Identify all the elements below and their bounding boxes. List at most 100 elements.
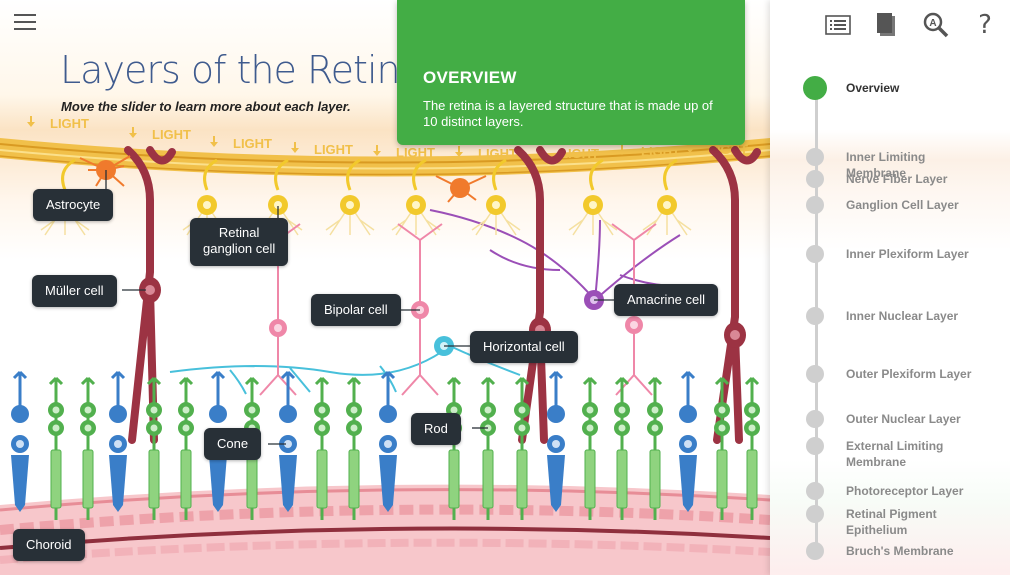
light-label: LIGHT: [314, 142, 353, 157]
list-icon[interactable]: [823, 10, 853, 40]
layer-step-bruch-s-membrane[interactable]: Bruch's Membrane: [770, 541, 1010, 561]
help-icon[interactable]: ?: [978, 10, 992, 40]
light-label: LIGHT: [233, 136, 272, 151]
label-horizontal-cell[interactable]: Horizontal cell: [470, 331, 578, 363]
ganglion-cell: [471, 158, 521, 236]
muller-cell: [124, 146, 176, 444]
retina-illustration: LIGHT LIGHT LIGHT LIGHT LIGHT LIGHT LIGHT LIGHT…: [0, 116, 770, 575]
layer-step-nerve-fiber-layer[interactable]: Nerve Fiber Layer: [770, 169, 1010, 189]
layer-step-label: Photoreceptor Layer: [846, 484, 964, 498]
layer-step-outer-nuclear-layer[interactable]: Outer Nuclear Layer: [770, 409, 1010, 429]
cone-cell: [279, 370, 297, 512]
rod-cell: [647, 376, 663, 520]
layer-step-inner-plexiform-layer[interactable]: Inner Plexiform Layer: [770, 244, 1010, 264]
rod-cell: [480, 376, 496, 520]
label-retinal-ganglion-line1: Retinal: [218, 225, 260, 240]
page-title: Layers of the Retina: [60, 48, 423, 92]
cell-layer: [11, 146, 761, 520]
rod-cell: [314, 376, 330, 520]
light-arrow: LIGHT: [373, 145, 435, 160]
overview-card: OVERVIEW The retina is a layered structu…: [397, 0, 745, 145]
label-astrocyte[interactable]: Astrocyte: [33, 189, 114, 221]
layer-step-label: External Limiting Membrane: [846, 439, 944, 469]
light-arrow: LIGHT: [618, 144, 680, 159]
retina-diagram-stage: LIGHT LIGHT LIGHT LIGHT LIGHT LIGHT LIGHT LIGHT…: [0, 0, 770, 575]
horizontal-cell-processes: [169, 344, 521, 395]
layer-step-dot[interactable]: [803, 76, 827, 100]
cone-cell: [679, 370, 697, 512]
rod-cell: [582, 376, 598, 520]
label-retinal-ganglion-cell[interactable]: Retinal ganglion cell: [190, 218, 289, 266]
layer-step-label: Inner Plexiform Layer: [846, 247, 969, 261]
layer-step-inner-limiting-membrane[interactable]: Inner Limiting Membrane: [770, 147, 1010, 180]
layer-step-outer-plexiform-layer[interactable]: Outer Plexiform Layer: [770, 364, 1010, 384]
label-leader-lines: [105, 170, 614, 445]
hamburger-menu-icon[interactable]: [14, 14, 36, 32]
light-arrows: LIGHT LIGHT LIGHT LIGHT LIGHT LIGHT LIGHT LIGHT…: [27, 116, 748, 161]
layer-step-dot[interactable]: [806, 245, 824, 263]
layer-step-label: Outer Nuclear Layer: [846, 412, 961, 426]
ganglion-cell: [391, 158, 441, 236]
label-choroid[interactable]: Choroid: [13, 529, 85, 561]
rod-cell: [714, 376, 730, 520]
layer-step-label: Ganglion Cell Layer: [846, 198, 959, 212]
label-rod[interactable]: Rod: [411, 413, 461, 445]
layer-step-label: Retinal Pigment Epithelium: [846, 507, 937, 537]
layer-step-dot[interactable]: [806, 148, 824, 166]
light-arrow: LIGHT: [27, 116, 89, 131]
layer-step-label: Bruch's Membrane: [846, 544, 954, 558]
layer-step-label: Overview: [846, 81, 900, 95]
rod-cell: [514, 376, 530, 520]
overview-heading: OVERVIEW: [423, 68, 517, 87]
amacrine-cell-processes: [429, 209, 701, 301]
light-label: LIGHT: [152, 127, 191, 142]
light-arrow: LIGHT: [455, 146, 517, 161]
rod-cell: [48, 376, 64, 520]
bipolar-cell: [611, 223, 657, 396]
rod-cell: [614, 376, 630, 520]
light-label: LIGHT: [478, 146, 517, 161]
ganglion-cell: [325, 158, 375, 236]
layer-step-label: Outer Plexiform Layer: [846, 367, 972, 381]
layer-step-photoreceptor-layer[interactable]: Photoreceptor Layer: [770, 481, 1010, 501]
layer-step-inner-nuclear-layer[interactable]: Inner Nuclear Layer: [770, 306, 1010, 326]
cone-cell: [109, 370, 127, 512]
label-cone[interactable]: Cone: [204, 428, 262, 460]
layer-step-overview[interactable]: Overview: [770, 76, 1010, 100]
search-glossary-icon[interactable]: A: [921, 10, 951, 40]
layer-step-dot[interactable]: [806, 505, 824, 523]
layer-step-dot[interactable]: [806, 482, 824, 500]
layer-step-label: Nerve Fiber Layer: [846, 172, 948, 186]
light-arrow: LIGHT: [210, 136, 272, 151]
label-retinal-ganglion-line2: ganglion cell: [203, 241, 276, 256]
book-icon[interactable]: [872, 10, 902, 40]
layer-step-ganglion-cell-layer[interactable]: Ganglion Cell Layer: [770, 195, 1010, 215]
light-label: LIGHT: [560, 146, 599, 161]
light-arrow: LIGHT: [129, 127, 191, 142]
layer-step-dot[interactable]: [806, 170, 824, 188]
light-label: LIGHT: [396, 145, 435, 160]
layer-step-label: Inner Nuclear Layer: [846, 309, 959, 323]
layer-step-external-limiting-membrane[interactable]: External Limiting Membrane: [770, 436, 1010, 469]
cone-cell: [547, 370, 565, 512]
label-amacrine-cell[interactable]: Amacrine cell: [614, 284, 719, 316]
layer-step-dot[interactable]: [806, 437, 824, 455]
layer-step-dot[interactable]: [806, 542, 824, 560]
overview-text: The retina is a layered structure that i…: [423, 98, 713, 129]
rod-cell: [178, 376, 194, 520]
layer-step-retinal-pigment-epithelium[interactable]: Retinal Pigment Epithelium: [770, 504, 1010, 537]
layer-step-dot[interactable]: [806, 410, 824, 428]
rod-cell: [346, 376, 362, 520]
ganglion-cell: [642, 158, 692, 236]
label-muller-cell[interactable]: Müller cell: [32, 275, 117, 307]
label-bipolar-cell[interactable]: Bipolar cell: [311, 294, 401, 326]
layer-step-dot[interactable]: [806, 307, 824, 325]
cone-cell: [379, 370, 397, 512]
light-label: LIGHT: [641, 144, 680, 159]
rod-cell: [80, 376, 96, 520]
rod-cell: [146, 376, 162, 520]
layer-step-dot[interactable]: [806, 365, 824, 383]
layer-step-dot[interactable]: [806, 196, 824, 214]
svg-text:A: A: [929, 18, 936, 29]
